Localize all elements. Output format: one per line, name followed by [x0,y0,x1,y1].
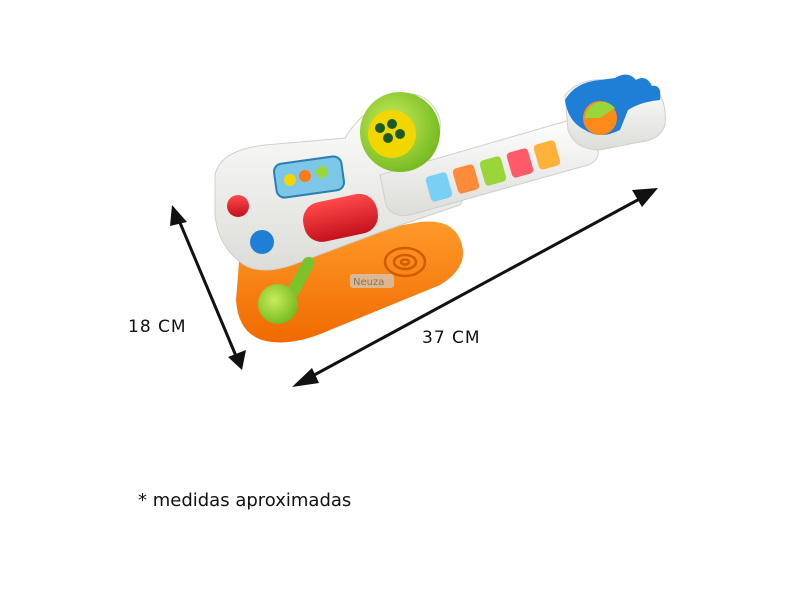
approximate-note: * medidas aproximadas [138,490,352,511]
height-arrow [170,205,246,370]
blue-button[interactable] [250,230,274,254]
green-knob[interactable] [258,284,298,324]
watermark: Neuza [350,274,394,288]
neck-keys[interactable] [425,139,561,202]
red-button[interactable] [227,195,249,217]
red-strum-bar[interactable] [300,191,382,246]
width-arrow [292,188,658,387]
svg-text:Neuza: Neuza [353,277,384,288]
width-label: 37 CM [422,328,481,348]
toy-guitar: Neuza [214,74,666,343]
height-label: 18 CM [128,317,187,337]
green-lever[interactable] [285,255,316,299]
spiral-decoration [383,246,427,278]
